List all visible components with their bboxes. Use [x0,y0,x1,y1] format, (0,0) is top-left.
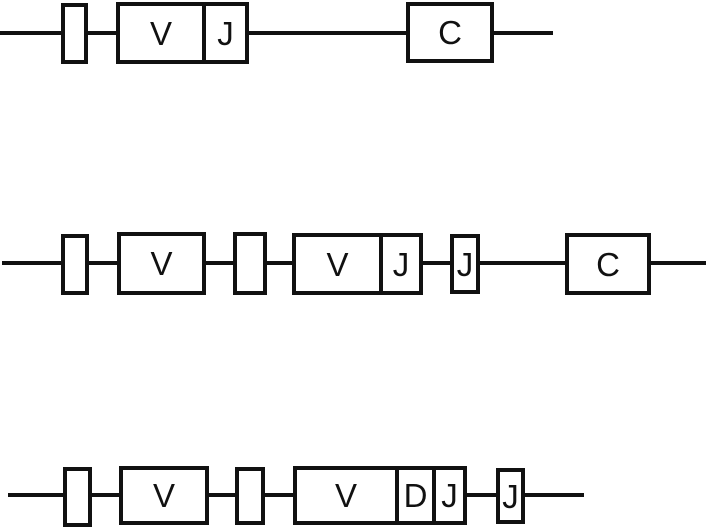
row3-leader-box-2 [235,467,265,525]
row1-leader-box [61,3,88,64]
row2-leader-box-2 [233,232,267,295]
row2-c-segment-box: C [565,233,651,295]
row2-v-segment-box-1: V [117,232,206,295]
row3-v-segment-box-1: V [119,466,209,525]
row3-v-segment-box-2: V [293,466,399,525]
row2-v-segment-box-2: V [292,233,383,295]
row3-d-segment-box: D [395,466,436,525]
row2-j-segment-box-1: J [379,233,423,295]
row1-dna-line [0,31,553,35]
row3-j-segment-box-1: J [432,466,467,525]
row3-leader-box-1 [63,467,92,527]
row1-j-segment-box: J [202,2,249,64]
row1-v-segment-box: V [116,2,206,64]
row2-leader-box-1 [61,234,89,295]
row1-c-segment-box: C [406,2,494,63]
row2-j-segment-box-2: J [450,234,480,294]
row3-j-segment-box-2: J [496,468,525,524]
